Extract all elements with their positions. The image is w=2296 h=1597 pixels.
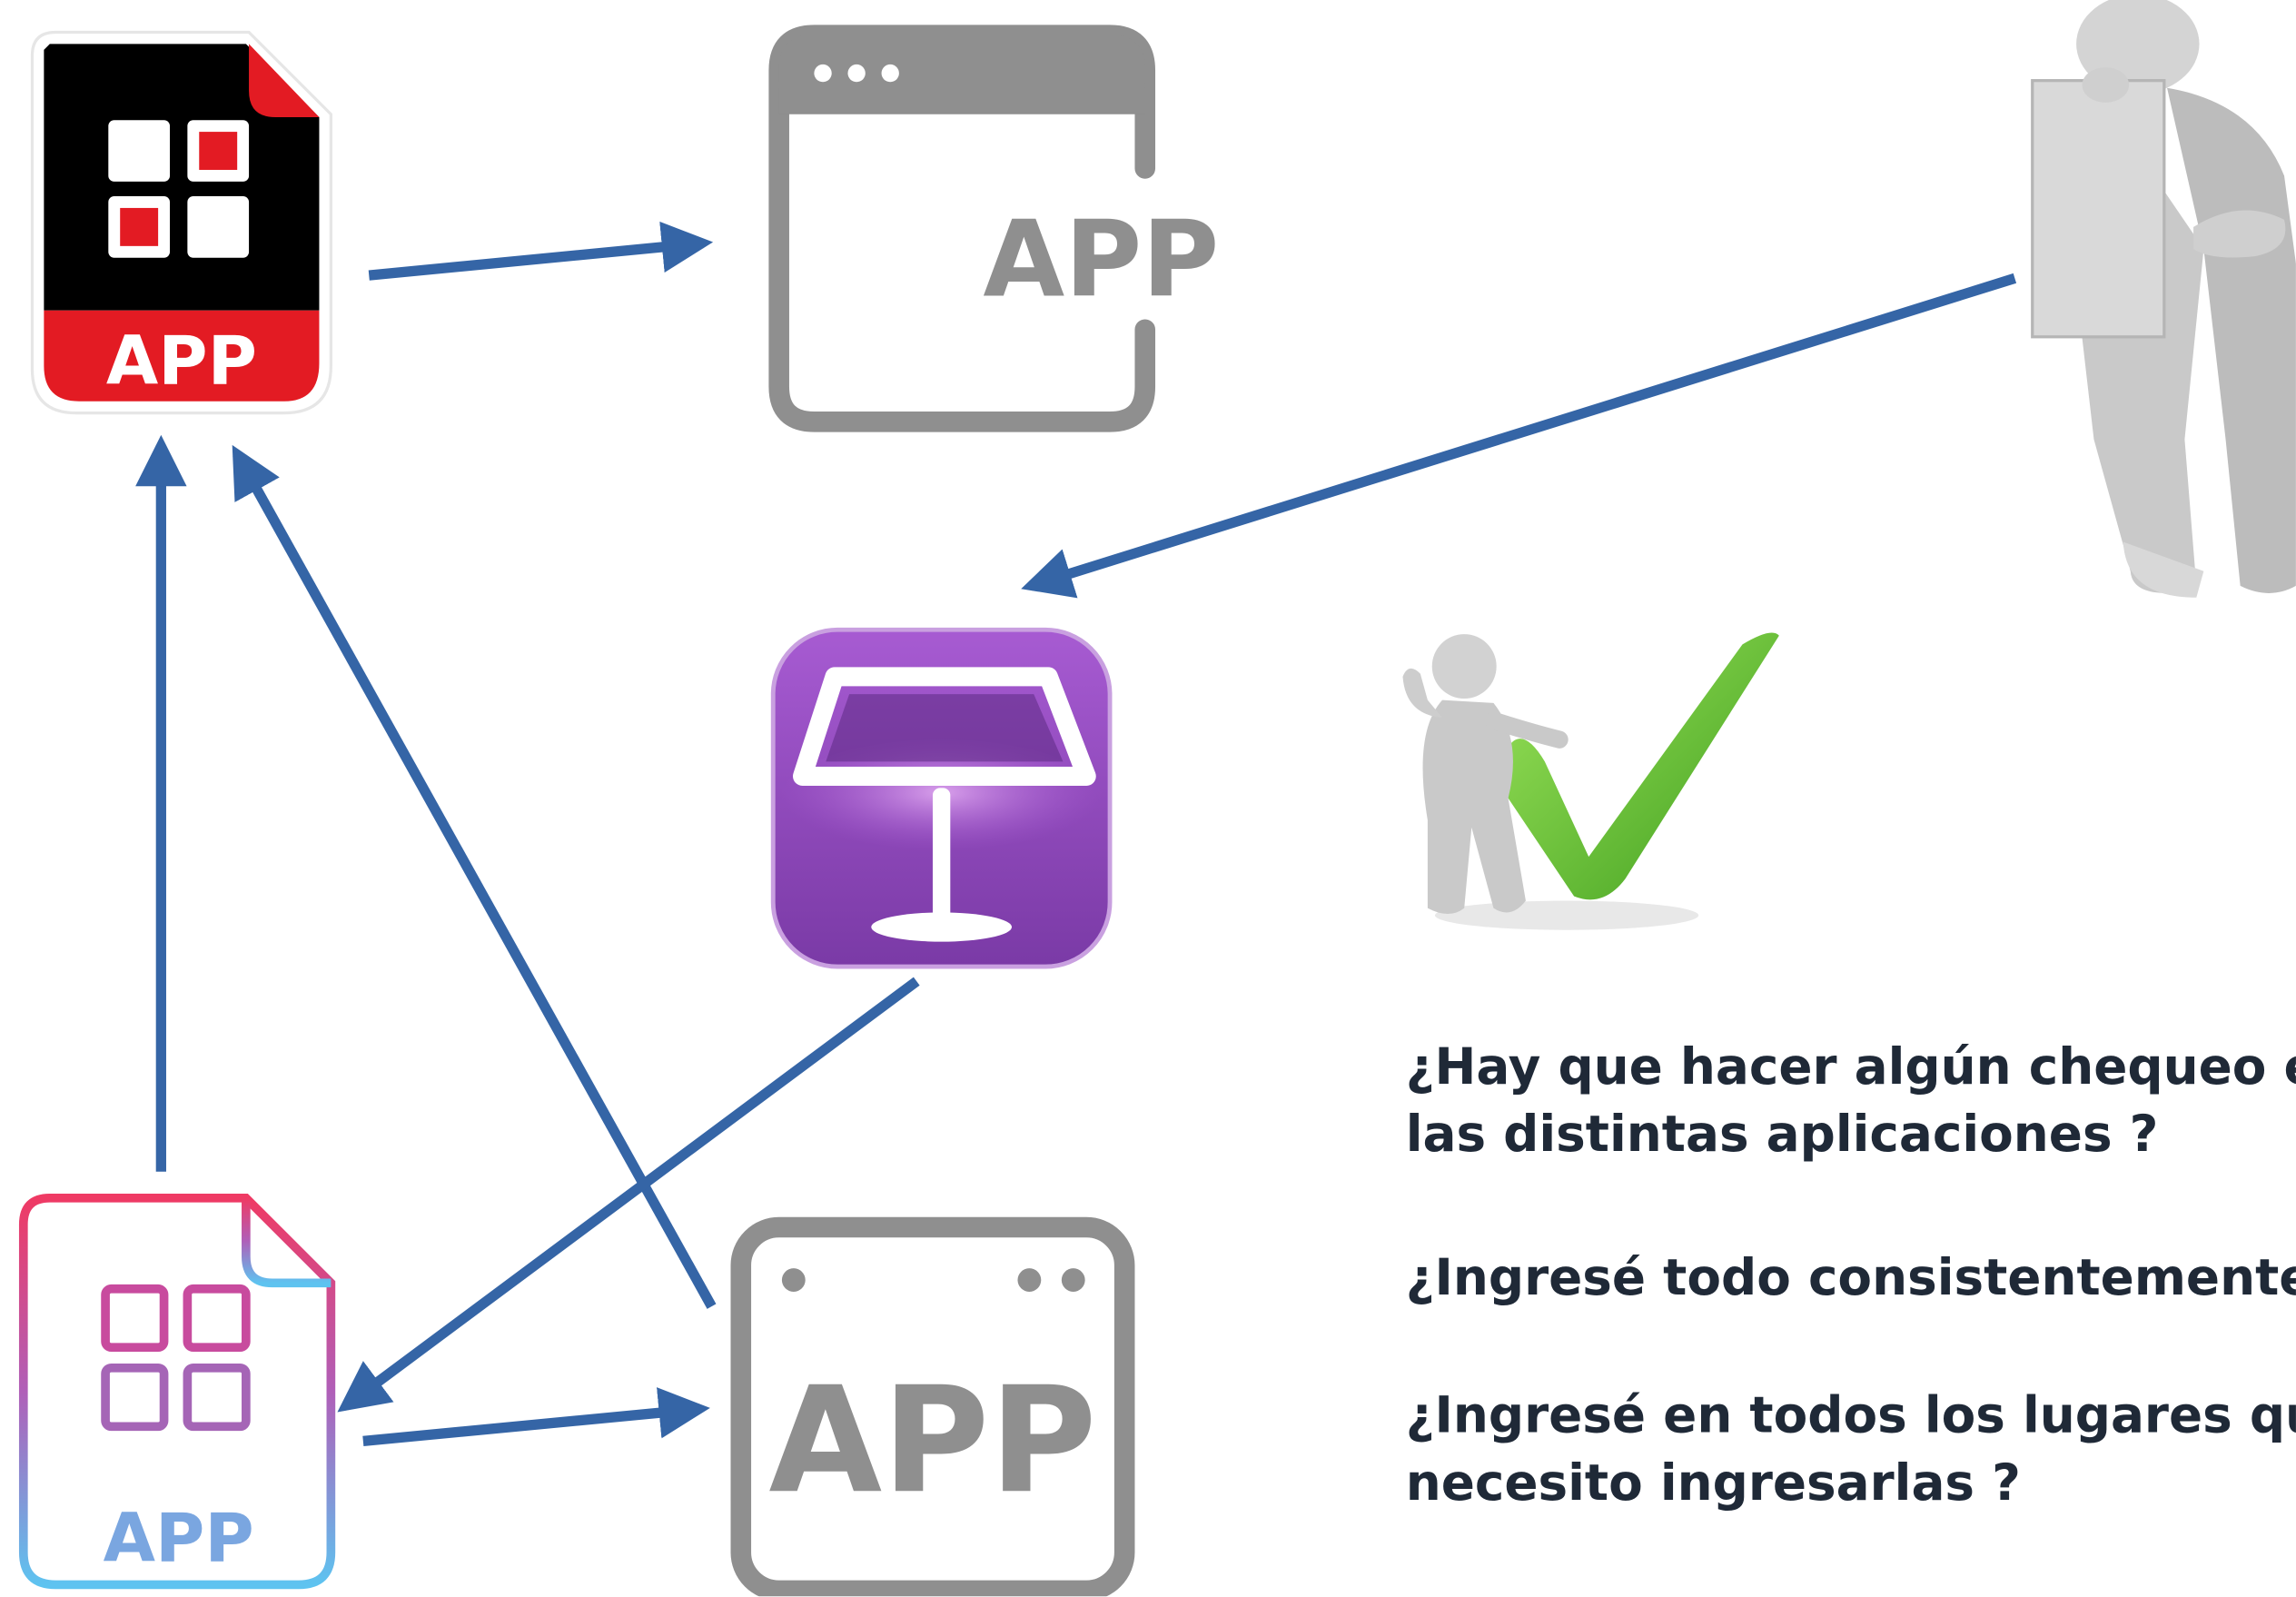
questions-block: ¿Hay que hacer algún chequeo e las disti… xyxy=(1406,1037,2296,1512)
arrow-keynote-to-gradient xyxy=(337,977,920,1413)
app-window-top-icon: APP xyxy=(768,25,1219,432)
question-2: ¿Ingresé todo consistentemente xyxy=(1406,1248,2296,1306)
arrow-window-to-red xyxy=(232,444,717,1309)
person-checkmark-icon xyxy=(1402,632,1779,930)
question-3-line-2: necesito ingresarlas ? xyxy=(1406,1453,2021,1512)
app-file-gradient-label: APP xyxy=(104,1500,254,1578)
keynote-icon xyxy=(770,627,1113,969)
question-1-line-2: las distintas aplicaciones ? xyxy=(1406,1105,2159,1163)
question-1-line-1: ¿Hay que hacer algún chequeo e xyxy=(1406,1037,2296,1096)
question-3-line-1: ¿Ingresé en todos los lugares qu xyxy=(1406,1386,2296,1444)
arrow-red-to-window xyxy=(368,221,714,281)
arrow-gradient-to-window xyxy=(362,1387,710,1447)
app-file-red-label: APP xyxy=(106,322,257,400)
connector-arrows xyxy=(135,221,2017,1447)
app-window-top-label: APP xyxy=(983,199,1219,322)
arrow-person-to-keynote xyxy=(1021,273,2017,599)
app-file-gradient-icon: APP xyxy=(18,1193,336,1590)
app-window-bottom-label: APP xyxy=(768,1355,1096,1526)
person-holding-sign-icon xyxy=(2031,0,2296,598)
app-window-bottom-icon: APP xyxy=(730,1216,1135,1597)
app-file-red-icon: APP xyxy=(30,30,332,415)
